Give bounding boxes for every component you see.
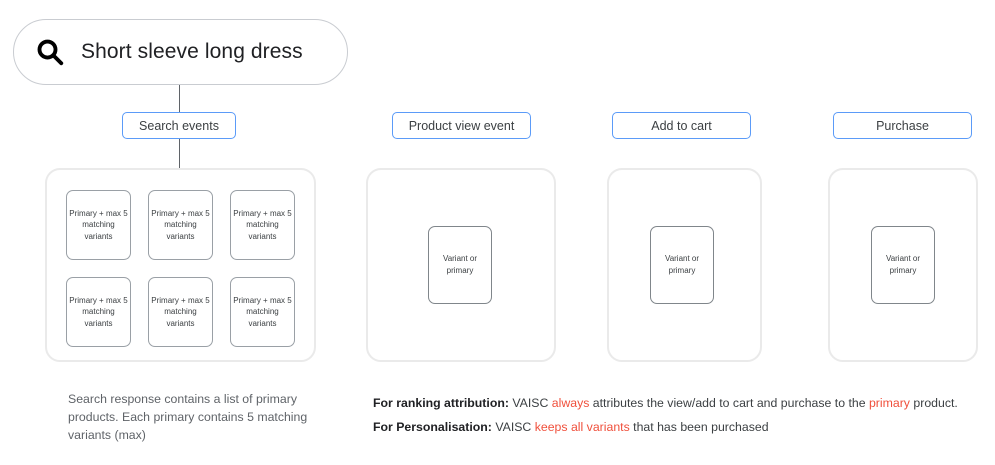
note-highlight: primary	[868, 396, 910, 410]
search-query-text: Short sleeve long dress	[81, 40, 303, 63]
note-text: VAISC	[508, 396, 552, 410]
stage-label-search-events[interactable]: Search events	[122, 112, 236, 139]
note-text: attributes the view/add to cart and purc…	[589, 396, 869, 410]
variant-or-primary-card-view[interactable]: Variant or primary	[428, 226, 492, 304]
stage-label-add-to-cart[interactable]: Add to cart	[612, 112, 751, 139]
search-icon	[37, 39, 64, 66]
stage-label-product-view-event[interactable]: Product view event	[392, 112, 531, 139]
stage-label-purchase[interactable]: Purchase	[833, 112, 972, 139]
note-highlight: keeps all variants	[534, 419, 630, 434]
connector-line-search-top	[179, 85, 181, 113]
note-text: VAISC	[491, 419, 535, 434]
note-text: that has been purchased	[629, 419, 769, 434]
variant-card-grid: Primary + max 5 matching variants Primar…	[66, 190, 295, 347]
variant-card[interactable]: Primary + max 5 matching variants	[148, 190, 213, 260]
note-label: For Personalisation:	[373, 419, 492, 434]
variant-card[interactable]: Primary + max 5 matching variants	[66, 277, 131, 347]
search-response-caption: Search response contains a list of prima…	[68, 392, 308, 442]
variant-card[interactable]: Primary + max 5 matching variants	[230, 277, 295, 347]
note-ranking-attribution: For ranking attribution: VAISC always at…	[373, 392, 988, 416]
search-bar[interactable]: Short sleeve long dress	[13, 19, 348, 85]
variant-card[interactable]: Primary + max 5 matching variants	[148, 277, 213, 347]
variant-card[interactable]: Primary + max 5 matching variants	[230, 190, 295, 260]
connector-line-search-bottom	[179, 138, 181, 169]
note-personalisation: For Personalisation: VAISC keeps all var…	[373, 416, 988, 440]
attribution-notes: For ranking attribution: VAISC always at…	[373, 392, 988, 440]
variant-card[interactable]: Primary + max 5 matching variants	[66, 190, 131, 260]
variant-or-primary-card-cart[interactable]: Variant or primary	[650, 226, 714, 304]
note-label: For ranking attribution:	[373, 396, 509, 410]
note-highlight: always	[551, 396, 590, 410]
note-text: product.	[909, 396, 958, 410]
variant-or-primary-card-purchase[interactable]: Variant or primary	[871, 226, 935, 304]
